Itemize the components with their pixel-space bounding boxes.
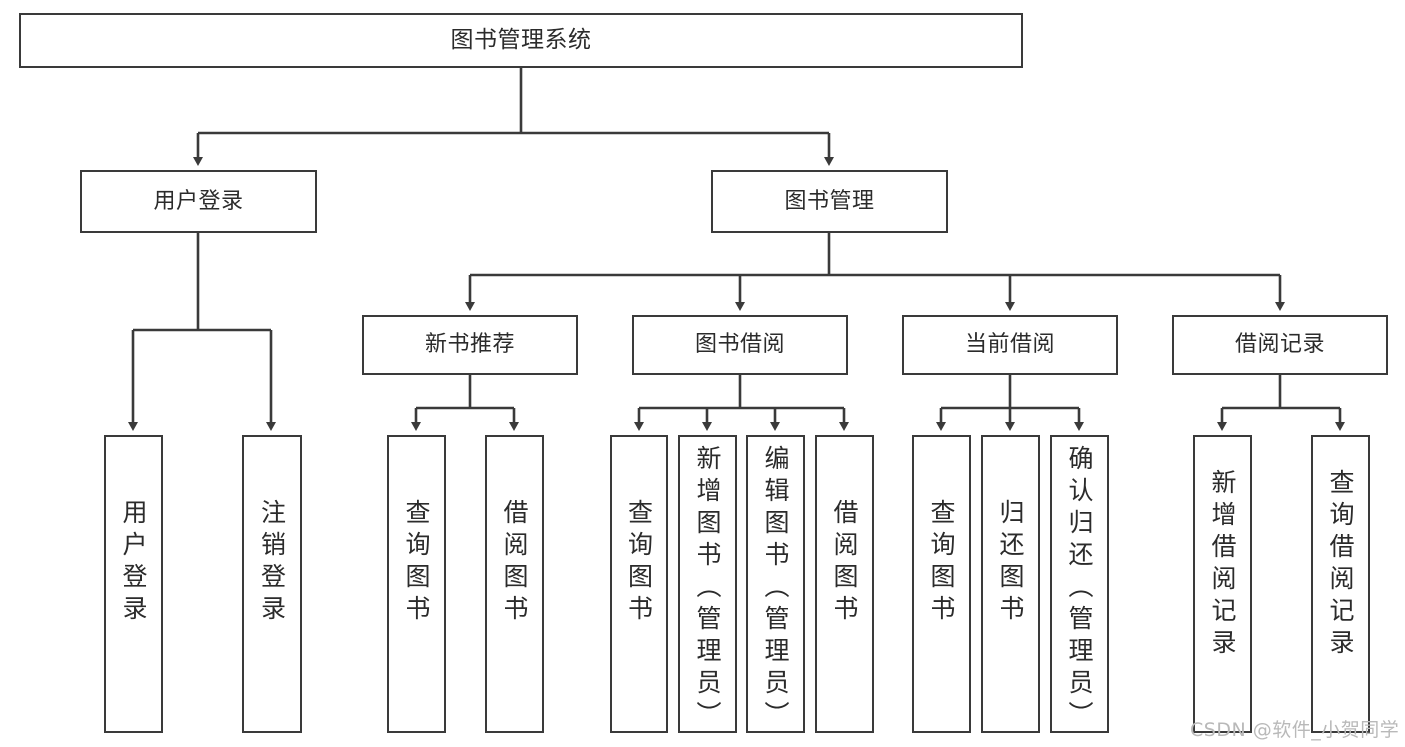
leaf-borrow-borrow-book[interactable]: 借阅图书 [815,435,874,733]
leaf-current-confirm-return-admin[interactable]: 确认归还（管理员） [1050,435,1109,733]
node-label: 编辑图书（管理员） [761,445,790,733]
node-label: 查询图书 [624,499,654,627]
leaf-user-login-signin[interactable]: 用户登录 [104,435,163,733]
leaf-record-query-borrow-record[interactable]: 查询借阅记录 [1311,435,1370,733]
leaf-new-book-query[interactable]: 查询图书 [387,435,446,733]
node-label: 确认归还（管理员） [1065,445,1094,733]
node-label: 新增图书（管理员） [693,445,722,733]
node-label: 图书借阅 [694,332,785,358]
leaf-borrow-query-book[interactable]: 查询图书 [610,435,668,733]
node-label: 注销登录 [257,499,287,627]
csdn-watermark: CSDN @软件_小贺同学 [1190,719,1400,741]
node-label: 查询借阅记录 [1326,469,1355,661]
node-label: 查询图书 [402,499,431,627]
leaf-borrow-add-book-admin[interactable]: 新增图书（管理员） [678,435,737,733]
node-new-book-recommend[interactable]: 新书推荐 [362,315,578,375]
leaf-current-query-book[interactable]: 查询图书 [912,435,971,733]
node-book-management[interactable]: 图书管理 [711,170,948,233]
node-current-borrow[interactable]: 当前借阅 [902,315,1118,375]
node-label: 归还图书 [996,499,1025,627]
node-label: 当前借阅 [964,332,1055,358]
node-label: 图书管理 [784,188,875,214]
node-label: 借阅图书 [830,499,859,627]
leaf-new-book-borrow[interactable]: 借阅图书 [485,435,544,733]
node-book-borrow[interactable]: 图书借阅 [632,315,848,375]
leaf-user-login-signout[interactable]: 注销登录 [242,435,302,733]
node-label: 用户登录 [153,188,244,214]
node-label: 用户登录 [119,499,148,627]
node-label: 图书管理系统 [450,26,592,53]
leaf-record-add-borrow-record[interactable]: 新增借阅记录 [1193,435,1252,733]
node-root-system[interactable]: 图书管理系统 [19,13,1023,68]
node-label: 新书推荐 [424,332,515,358]
node-label: 借阅图书 [500,499,529,627]
node-label: 新增借阅记录 [1208,469,1237,661]
node-user-login[interactable]: 用户登录 [80,170,317,233]
leaf-borrow-edit-book-admin[interactable]: 编辑图书（管理员） [746,435,805,733]
node-borrow-record[interactable]: 借阅记录 [1172,315,1388,375]
node-label: 查询图书 [927,499,956,627]
leaf-current-return-book[interactable]: 归还图书 [981,435,1040,733]
node-label: 借阅记录 [1234,332,1325,358]
